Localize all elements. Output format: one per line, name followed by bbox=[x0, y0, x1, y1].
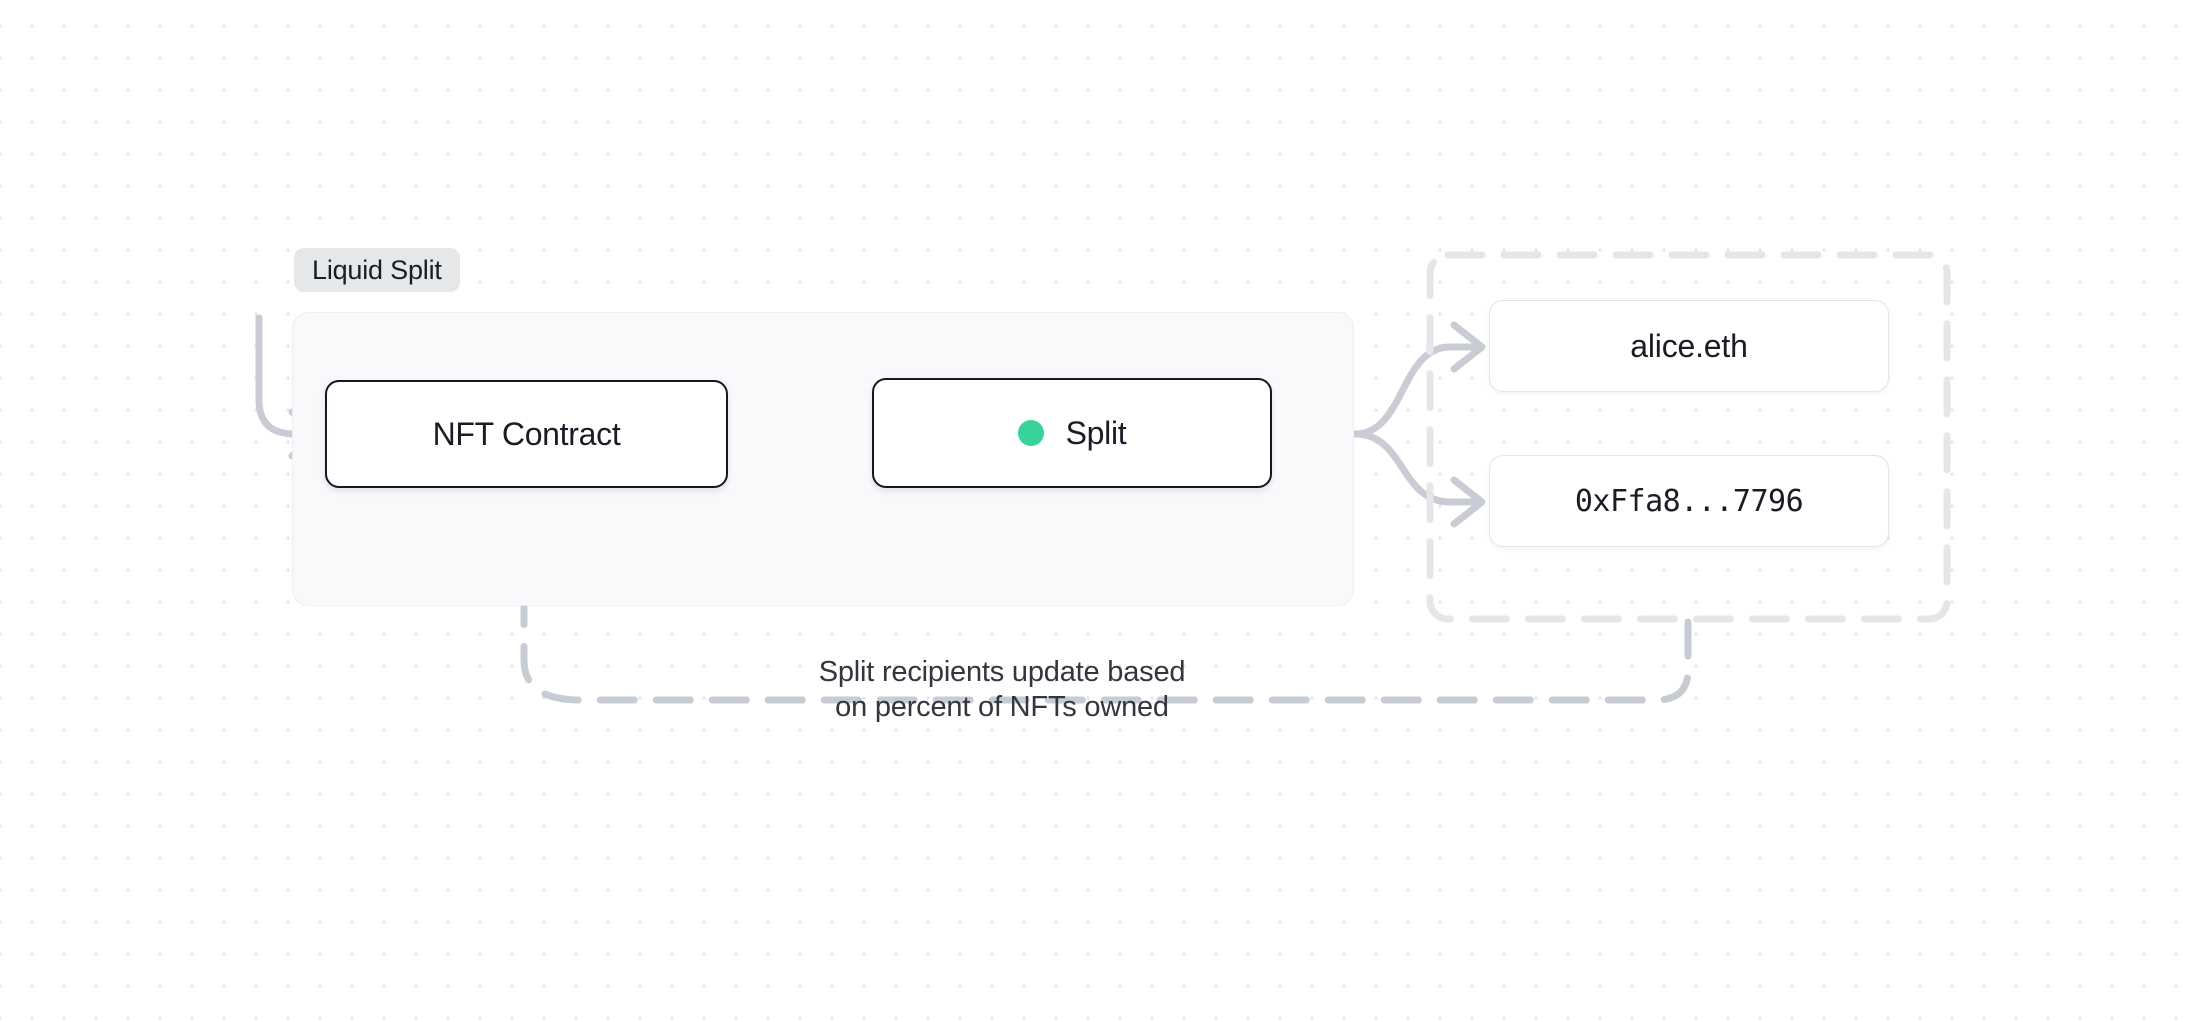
node-recipient-alice-label: alice.eth bbox=[1630, 327, 1748, 364]
feedback-caption-line2: on percent of NFTs owned bbox=[835, 691, 1169, 724]
split-status-dot bbox=[1017, 420, 1044, 446]
node-nft-contract[interactable]: NFT Contract bbox=[325, 380, 728, 488]
node-split[interactable]: Split bbox=[872, 378, 1272, 488]
feedback-caption-line1: Split recipients update based bbox=[818, 656, 1186, 688]
node-nft-contract-label: NFT Contract bbox=[432, 415, 621, 452]
feedback-caption: Split recipients update based on percent… bbox=[742, 655, 1262, 726]
node-recipient-address-label: 0xFfa8...7796 bbox=[1574, 483, 1804, 519]
node-recipient-address[interactable]: 0xFfa8...7796 bbox=[1489, 455, 1889, 547]
node-recipient-alice[interactable]: alice.eth bbox=[1489, 300, 1889, 392]
liquid-split-group-label[interactable]: Liquid Split bbox=[294, 248, 460, 292]
node-split-label: Split bbox=[1065, 414, 1127, 451]
